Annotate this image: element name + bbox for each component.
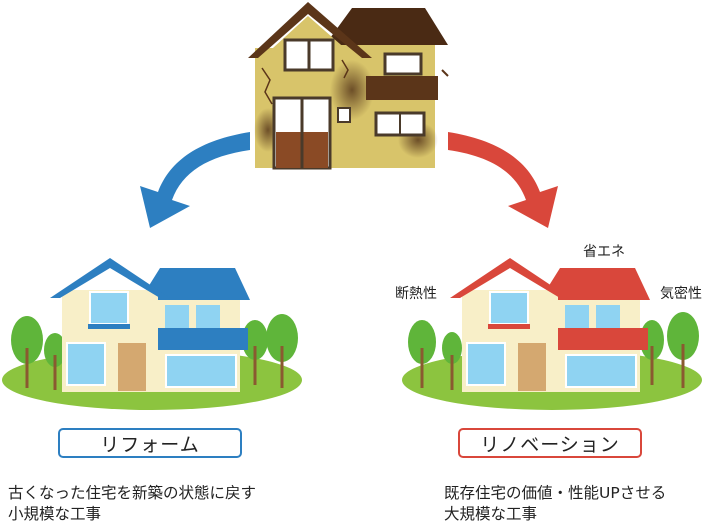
reform-arrow	[140, 132, 250, 228]
reform-house-illustration	[2, 258, 302, 410]
energy-saving-tag: 省エネ	[583, 244, 625, 260]
reform-label-box: リフォーム	[58, 428, 242, 458]
renovation-house-illustration	[402, 258, 702, 410]
renovation-description-line1: 既存住宅の価値・性能UPさせる	[444, 484, 667, 502]
reform-description-line2: 小規模な工事	[8, 505, 102, 523]
renovation-label: リノベーション	[480, 433, 620, 456]
reform-description-line1: 古くなった住宅を新築の状態に戻す	[8, 484, 257, 502]
reform-label: リフォーム	[100, 433, 200, 456]
reform-description: 古くなった住宅を新築の状態に戻す 小規模な工事	[8, 483, 256, 525]
insulation-tag: 断熱性	[395, 286, 437, 302]
airtightness-tag: 気密性	[660, 286, 702, 302]
renovation-label-box: リノベーション	[458, 428, 642, 458]
renovation-description-line2: 大規模な工事	[444, 505, 538, 523]
old-house-illustration	[248, 2, 449, 170]
renovation-arrow	[448, 132, 558, 228]
renovation-description: 既存住宅の価値・性能UPさせる 大規模な工事	[444, 483, 666, 525]
